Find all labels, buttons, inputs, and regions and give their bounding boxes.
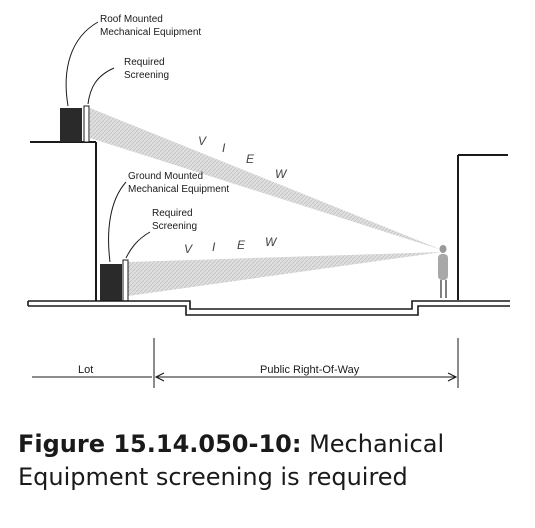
right-of-way-label: Public Right-Of-Way (260, 364, 360, 376)
upper-view-letter-e: E (246, 152, 255, 166)
left-building (30, 141, 97, 301)
ground-equipment-label-line2: Mechanical Equipment (128, 184, 229, 195)
ground-screening-label-line2: Screening (152, 221, 197, 232)
figure-number: Figure 15.14.050-10: (18, 430, 302, 458)
lower-view-letter-v: V (184, 242, 193, 256)
pedestrian-figure (438, 245, 448, 298)
roof-equipment-label-line1: Roof Mounted (100, 14, 163, 25)
ground-screening-label-line1: Required (152, 208, 193, 219)
ground-profile (27, 300, 510, 316)
figure-caption: Figure 15.14.050-10: Mechanical Equipmen… (18, 428, 528, 494)
right-building (457, 154, 508, 300)
lot-label: Lot (78, 364, 93, 376)
roof-screening-panel (83, 105, 90, 143)
upper-view-letter-v: V (198, 134, 207, 148)
roof-equipment-box (60, 108, 82, 142)
ground-equipment-box (100, 264, 122, 301)
roof-screening-label-line2: Screening (124, 70, 169, 81)
ground-screening-panel (122, 259, 129, 302)
figure-caption-text: Mechanical Equipment screening is requir… (18, 430, 445, 491)
upper-view-cone (90, 108, 442, 250)
roof-screening-label-line1: Required (124, 57, 165, 68)
lower-view-letter-w: W (265, 235, 278, 249)
leader-lines (65, 21, 151, 263)
upper-view-letter-w: W (275, 167, 288, 181)
dimension-lines (32, 338, 459, 388)
ground-equipment-label-line1: Ground Mounted (128, 171, 203, 182)
lower-view-cone (128, 252, 442, 296)
lower-view-letter-i: I (212, 240, 216, 254)
lower-view-letter-e: E (237, 238, 246, 252)
upper-view-letter-i: I (222, 141, 226, 155)
roof-equipment-label-line2: Mechanical Equipment (100, 27, 201, 38)
